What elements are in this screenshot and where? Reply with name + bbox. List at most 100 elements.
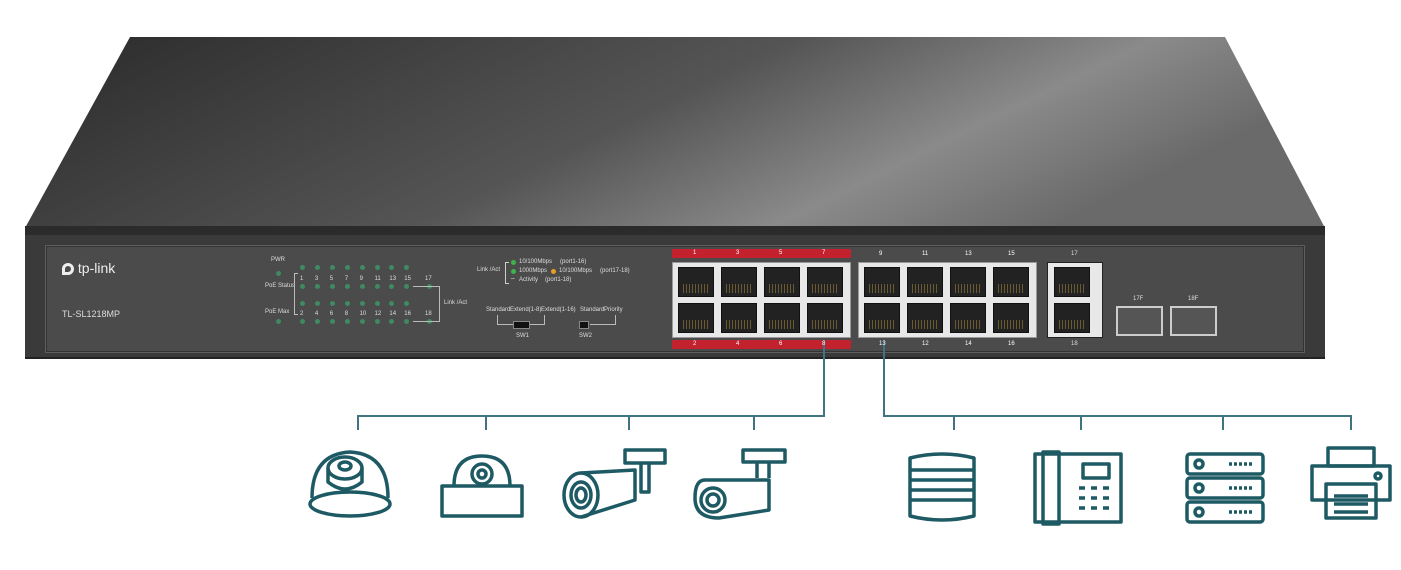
led-label: 3 bbox=[314, 276, 319, 282]
legend-row2b: 10/100Mbps bbox=[559, 268, 593, 274]
led-label: 5 bbox=[329, 276, 334, 282]
connector-line bbox=[357, 415, 825, 417]
connector-branch bbox=[485, 415, 487, 430]
logo-text: tp-link bbox=[77, 260, 116, 276]
sw1-toggle[interactable] bbox=[513, 321, 530, 329]
server-icon bbox=[1185, 452, 1275, 533]
poe-status-label: PoE Status bbox=[265, 283, 296, 289]
port-led bbox=[374, 284, 380, 289]
ethernet-port-5[interactable] bbox=[764, 267, 800, 297]
legend-row1-ports: (port1-16) bbox=[560, 259, 587, 265]
ethernet-port-9[interactable] bbox=[864, 267, 900, 297]
sw2-label: SW2 bbox=[579, 333, 593, 339]
led bbox=[359, 265, 365, 270]
port-18[interactable] bbox=[1054, 303, 1090, 333]
led bbox=[359, 301, 365, 306]
sfp-label: 17F bbox=[1133, 296, 1144, 302]
sfp-port-18f[interactable] bbox=[1170, 306, 1217, 336]
legend-row1: 10/100Mbps bbox=[519, 259, 553, 265]
model-name: TL-SL1218MP bbox=[62, 309, 121, 319]
port-led bbox=[329, 284, 335, 289]
sw1-option: Standard bbox=[486, 307, 511, 313]
port-17[interactable] bbox=[1054, 267, 1090, 297]
ethernet-port[interactable] bbox=[950, 303, 986, 333]
link-act-label: Link /Act bbox=[444, 300, 468, 306]
ethernet-port[interactable] bbox=[807, 303, 843, 333]
port-label: 2 bbox=[693, 341, 697, 347]
led-label: 17 bbox=[425, 276, 432, 282]
led bbox=[329, 265, 335, 270]
sw2-bracket bbox=[590, 315, 616, 325]
dome-camera-2-icon bbox=[440, 450, 530, 531]
ethernet-port[interactable] bbox=[907, 303, 943, 333]
ethernet-port-3[interactable] bbox=[721, 267, 757, 297]
legend-row2-ports: (port17-18) bbox=[600, 268, 630, 274]
port-label: 9 bbox=[879, 251, 883, 257]
tp-link-logo: tp-link bbox=[62, 260, 115, 276]
legend-row3: Activity bbox=[519, 277, 539, 283]
led-label: 12 bbox=[374, 311, 382, 317]
connector-branch bbox=[357, 415, 359, 430]
sw1-option: Extend(1-16) bbox=[541, 307, 576, 313]
sw2-option: Priority bbox=[604, 307, 623, 313]
sfp-label: 18F bbox=[1188, 296, 1199, 302]
connector-branch bbox=[1080, 415, 1082, 430]
port-led bbox=[344, 319, 350, 324]
logo-mark-icon bbox=[62, 263, 74, 276]
poe-max-label: PoE Max bbox=[265, 309, 290, 315]
port-led bbox=[300, 319, 305, 324]
led-label: 14 bbox=[389, 311, 397, 317]
led-bracket bbox=[294, 273, 298, 315]
port-label: 14 bbox=[965, 341, 972, 347]
ethernet-port-15[interactable] bbox=[993, 267, 1029, 297]
led-label: 1 bbox=[300, 276, 304, 282]
poe-max-led bbox=[276, 319, 281, 324]
connector-branch bbox=[953, 415, 955, 430]
ethernet-port[interactable] bbox=[678, 303, 714, 333]
port-led bbox=[404, 284, 410, 289]
connector-line bbox=[823, 340, 825, 417]
sw2-option: Standard bbox=[580, 307, 605, 313]
sw2-toggle[interactable] bbox=[579, 321, 589, 329]
led-label: 8 bbox=[344, 311, 349, 317]
led-label: 13 bbox=[389, 276, 397, 282]
bullet-camera-2-icon bbox=[693, 448, 787, 531]
led bbox=[389, 265, 395, 270]
ethernet-port-7[interactable] bbox=[807, 267, 843, 297]
ethernet-port[interactable] bbox=[764, 303, 800, 333]
sfp-port-17f[interactable] bbox=[1116, 306, 1163, 336]
led bbox=[404, 301, 410, 306]
port-label: 15 bbox=[1008, 251, 1015, 257]
ethernet-port-1[interactable] bbox=[678, 267, 714, 297]
led bbox=[300, 265, 305, 270]
led bbox=[389, 301, 395, 306]
port-led bbox=[344, 284, 350, 289]
led-label: 2 bbox=[300, 311, 304, 317]
led bbox=[344, 265, 350, 270]
led-label: 11 bbox=[374, 276, 381, 282]
port-led bbox=[389, 284, 395, 289]
port-label: 8 bbox=[822, 341, 826, 347]
port-led bbox=[314, 319, 320, 324]
led bbox=[374, 265, 380, 270]
connector-line bbox=[883, 340, 885, 417]
ethernet-port-11[interactable] bbox=[907, 267, 943, 297]
port-label: 13 bbox=[879, 341, 886, 347]
led bbox=[300, 301, 305, 306]
port-label: 4 bbox=[736, 341, 740, 347]
port-label: 16 bbox=[1008, 341, 1015, 347]
ethernet-port[interactable] bbox=[993, 303, 1029, 333]
port-led bbox=[374, 319, 380, 324]
ethernet-port[interactable] bbox=[864, 303, 900, 333]
link-act-bracket bbox=[413, 286, 440, 322]
ethernet-port-13[interactable] bbox=[950, 267, 986, 297]
port-led bbox=[300, 284, 305, 289]
access-point-icon bbox=[902, 452, 992, 533]
led-label: 16 bbox=[404, 311, 411, 317]
port-label: 13 bbox=[965, 251, 972, 257]
connector-branch bbox=[1350, 415, 1352, 430]
ethernet-port[interactable] bbox=[721, 303, 757, 333]
port-led bbox=[329, 319, 335, 324]
poe-top-bar bbox=[672, 249, 851, 258]
led-label: 4 bbox=[314, 311, 319, 317]
